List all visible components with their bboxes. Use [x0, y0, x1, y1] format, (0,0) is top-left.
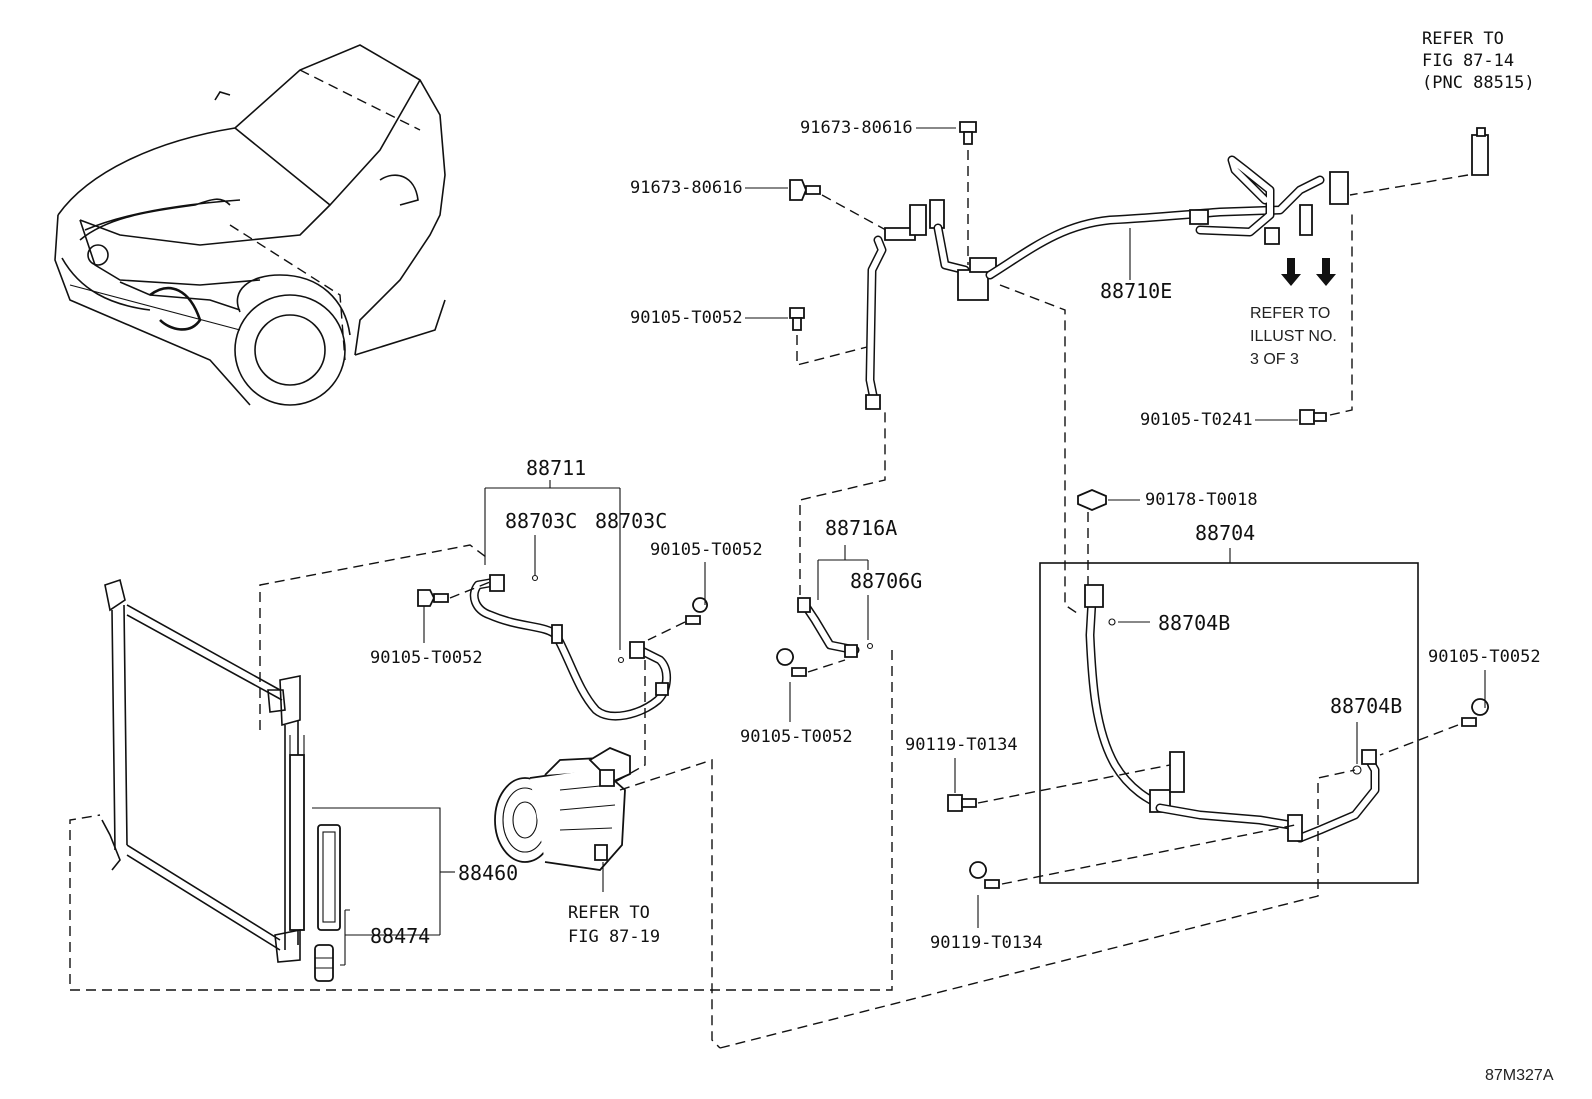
- label-88704B-a: 88704B: [1158, 611, 1230, 635]
- label-90105-right: 90105-T0052: [1428, 647, 1541, 667]
- bolt-icon: [969, 861, 1000, 889]
- figure-id: 87M327A: [1485, 1067, 1554, 1084]
- bolt-icon: [417, 589, 449, 607]
- label-88703C-b: 88703C: [595, 509, 667, 533]
- label-90105-mid: 90105-T0052: [650, 540, 763, 560]
- bolt-icon: [959, 121, 977, 145]
- label-90105-left: 90105-T0052: [370, 648, 483, 668]
- bolt-icon: [947, 794, 977, 812]
- discharge-hose-icon: [469, 574, 671, 721]
- label-88711: 88711: [526, 456, 586, 480]
- receiver-filter-icon: [314, 824, 341, 982]
- label-90119-b: 90119-T0134: [930, 933, 1043, 953]
- refer-fig-87-19-text: REFER TO FIG 87-19: [568, 903, 660, 947]
- assembly-box-88704: [1039, 562, 1419, 884]
- label-88710E: 88710E: [1100, 279, 1172, 303]
- label-88704B-b: 88704B: [1330, 694, 1402, 718]
- grommet-icon: [1077, 489, 1107, 511]
- label-91673-left: 91673-80616: [630, 178, 743, 198]
- bolt-icon: [685, 597, 708, 625]
- condenser-icon: [101, 578, 305, 963]
- label-88474: 88474: [370, 924, 430, 948]
- arrow-down-icon: [1281, 258, 1336, 286]
- refer-illust-text: REFER TO ILLUST NO. 3 OF 3: [1250, 305, 1341, 368]
- leader-vehicle-2: [299, 69, 421, 131]
- refer-fig-87-14-text: REFER TO FIG 87-14 (PNC 88515): [1422, 29, 1535, 93]
- label-88703C-a: 88703C: [505, 509, 577, 533]
- bolt-icon: [1461, 698, 1489, 727]
- suction-pipe-icon: [797, 597, 860, 658]
- suction-hose-icon: [1084, 584, 1380, 843]
- label-90178-T0018: 90178-T0018: [1145, 490, 1258, 510]
- bolt-icon: [789, 307, 805, 331]
- bolt-icon: [1299, 409, 1327, 425]
- label-90105-upper: 90105-T0052: [630, 308, 743, 328]
- vehicle-outline-icon: [54, 44, 446, 406]
- label-88716A: 88716A: [825, 516, 897, 540]
- label-90105-T0241: 90105-T0241: [1140, 410, 1253, 430]
- bolt-icon: [789, 179, 821, 201]
- compressor-icon: [494, 746, 631, 871]
- discharge-hose-icon: [865, 155, 1349, 410]
- leader-vehicle-1: [229, 224, 346, 361]
- bolt-icon: [776, 648, 807, 677]
- label-90105-lower: 90105-T0052: [740, 727, 853, 747]
- label-88460: 88460: [458, 861, 518, 885]
- label-88706G: 88706G: [850, 569, 922, 593]
- label-88704: 88704: [1195, 521, 1255, 545]
- label-91673-top: 91673-80616: [800, 118, 913, 138]
- expansion-valve-icon: [1471, 127, 1489, 176]
- label-90119-a: 90119-T0134: [905, 735, 1018, 755]
